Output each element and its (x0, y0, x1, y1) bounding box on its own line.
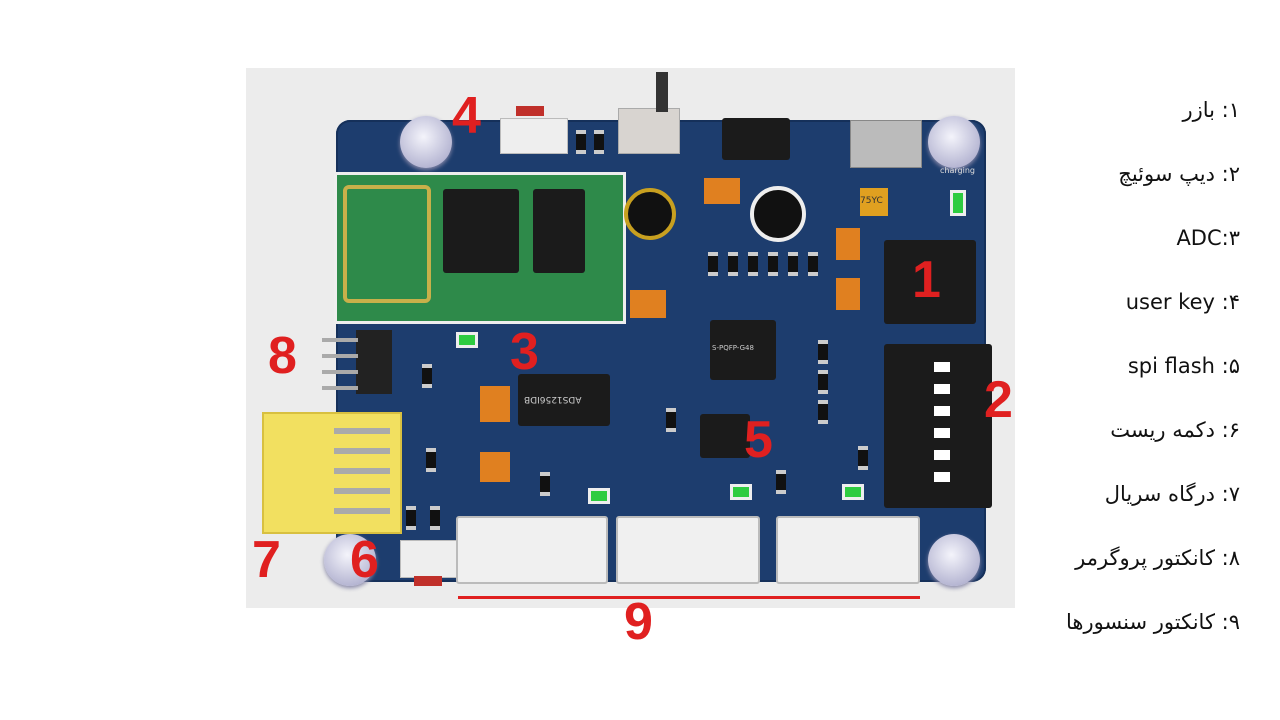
capacitor (836, 228, 860, 260)
resistor (776, 470, 786, 494)
sensor-connector (616, 516, 760, 584)
inductor (750, 186, 806, 242)
legend-item-5: ۵: spi flash (1127, 354, 1240, 378)
marker-9: 9 (624, 593, 653, 651)
power-connector (722, 118, 790, 160)
resistor (426, 448, 436, 472)
marker-4: 4 (452, 87, 481, 145)
resistor (818, 370, 828, 394)
resistor (430, 506, 440, 530)
charging-label: charging (940, 166, 975, 175)
mounting-screw (400, 116, 452, 168)
mounting-screw (928, 116, 980, 168)
on3-led (842, 484, 864, 500)
resistor (708, 252, 718, 276)
mounting-screw (928, 534, 980, 586)
mounting-screw (324, 534, 376, 586)
marker-2: 2 (984, 371, 1013, 429)
serial-connector (262, 412, 402, 534)
resistor (768, 252, 778, 276)
reset-button (400, 540, 458, 578)
marker-1: 1 (912, 251, 941, 309)
slide-switch (618, 108, 680, 154)
micro-usb-port (850, 120, 922, 168)
pcb-photo: 75YC charging S-PQFP-G48 ADS1256IDB (246, 68, 1015, 648)
antenna-trace (343, 185, 431, 303)
resistor (594, 130, 604, 154)
capacitor (704, 178, 740, 204)
marker-8: 8 (268, 327, 297, 385)
legend-item-4: ۴: user key (1125, 290, 1240, 314)
capacitor (480, 452, 510, 482)
resistor (788, 252, 798, 276)
adc-chip: ADS1256IDB (518, 374, 610, 426)
legend-item-1: ۱: بازر (1182, 98, 1240, 122)
legend-item-9: ۹: کانکتور سنسورها (1065, 610, 1240, 634)
dip-switch (884, 344, 992, 508)
legend-item-8: ۸: کانکتور پروگرمر (1075, 546, 1240, 570)
capacitor (630, 290, 666, 318)
on4-led (730, 484, 752, 500)
resistor (728, 252, 738, 276)
fuse: 75YC (860, 188, 888, 216)
resistor (818, 400, 828, 424)
marker-6: 6 (350, 531, 379, 589)
legend-item-6: ۶: دکمه ریست (1110, 418, 1240, 442)
legend-item-7: ۷: درگاه سریال (1104, 482, 1240, 506)
switch-lever (656, 72, 668, 112)
resistor (808, 252, 818, 276)
reset-actuator (414, 576, 442, 586)
resistor (858, 446, 868, 470)
bluetooth-module (334, 172, 626, 324)
power-led (456, 332, 478, 348)
header-pins (322, 338, 358, 342)
buzzer (884, 240, 976, 324)
fuse-label: 75YC (860, 196, 883, 206)
resistor (666, 408, 676, 432)
legend-item-3: ۳:ADC (1176, 226, 1240, 250)
sensor-connector (776, 516, 920, 584)
legend-item-2: ۲: دیپ سوئیچ (1118, 162, 1240, 186)
marker-5: 5 (744, 411, 773, 469)
resistor (576, 130, 586, 154)
charging-led (950, 190, 966, 216)
adc-label: ADS1256IDB (524, 394, 582, 404)
marker-7: 7 (252, 531, 281, 589)
capacitor (480, 386, 510, 422)
bt-chip (443, 189, 519, 273)
mcu-chip: S-PQFP-G48 (710, 320, 776, 380)
spi-flash-chip (700, 414, 750, 458)
on2-led (588, 488, 610, 504)
resistor (748, 252, 758, 276)
flash-chip (533, 189, 585, 273)
sensor-connectors-underline (458, 596, 920, 599)
user-key-button (500, 118, 568, 154)
sensor-connector (456, 516, 608, 584)
marker-3: 3 (510, 323, 539, 381)
capacitor (836, 278, 860, 310)
user-key-actuator (516, 106, 544, 116)
programmer-header (356, 330, 392, 394)
mcu-label: S-PQFP-G48 (712, 344, 754, 352)
resistor (406, 506, 416, 530)
resistor (818, 340, 828, 364)
resistor (422, 364, 432, 388)
inductor (624, 188, 676, 240)
resistor (540, 472, 550, 496)
